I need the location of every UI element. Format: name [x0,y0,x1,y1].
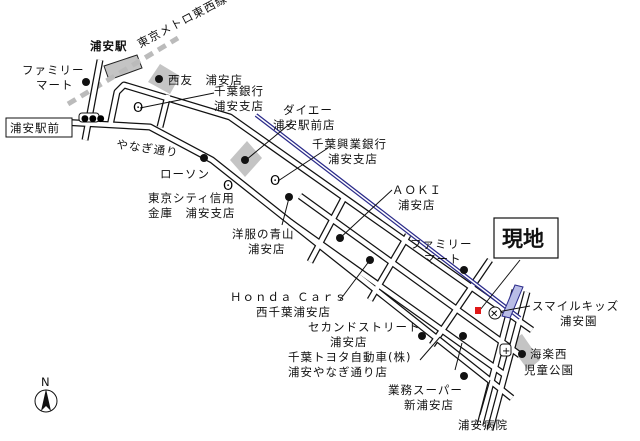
honda-cars-label: Ｈｏｎｄａ Ｃａｒｓ [230,290,347,304]
tokyo-city-shinkin-label: 東京シティ信用 [148,191,235,205]
chiba-kogyo-bank-label: 千葉興業銀行 [312,137,387,151]
leader-lines [139,92,531,416]
chiba-bank-label: 浦安支店 [214,99,264,113]
yofuku-aoyama-label: 浦安店 [248,242,286,256]
bank-icon: Ꙩ [223,179,233,194]
bus-stop-box [5,117,73,138]
daiei-label: ダイエー [283,103,333,117]
kairaku-park-label: 児童公園 [524,363,574,377]
toyota-label: 浦安やなぎ通り店 [288,365,388,379]
tokyo-city-shinkin-label: 金庫 浦安支店 [148,206,236,220]
bus-stop-icon-dots: ●●● [81,114,105,124]
yofuku-aoyama-label: 洋服の青山 [232,227,295,241]
north-arrow-icon [34,389,58,413]
smile-kids-label: 浦安園 [560,314,598,328]
second-street-label: セカンドストリート [308,320,421,334]
hospital-icon [499,343,512,357]
smile-kids-label: スマイルキッズ [532,299,619,313]
bank-icon: Ꙩ [133,101,143,116]
hospital-icon-glyph: + [502,346,510,357]
honda-cars-label: 西千葉浦安店 [256,305,331,319]
family-mart-1-label: ファミリー [22,63,85,77]
station-label: 浦安駅 [90,39,128,53]
current-location-label: 現地 [502,227,544,251]
second-street-label: 浦安店 [330,335,368,349]
current-location-box [493,217,559,259]
toyota-label: 千葉トヨタ自動車(株) [288,350,411,364]
current-location-marker [475,307,481,314]
north-label: N [41,375,51,389]
poi-dots [82,75,526,380]
gyomu-super-label: 新浦安店 [404,398,454,412]
family-mart-2-label: マート [424,252,462,266]
chiba-kogyo-bank-label: 浦安支店 [328,152,378,166]
rail-line [254,113,522,320]
daiei-label: 浦安駅前店 [273,118,336,132]
bank-icon: Ꙩ [270,174,280,189]
bus-stop-icon [78,112,100,123]
seiyu-area [148,64,180,94]
metro-line-label: 東京メトロ東西線 [135,0,230,51]
lawson-label: ローソン [160,167,210,181]
seiyu-label: 西友 浦安店 [168,73,243,87]
chiba-bank-label: 千葉銀行 [214,84,264,98]
family-mart-2-label: ファミリー [410,237,473,251]
roads [59,59,535,431]
school-icon-glyph: ✕ [490,309,498,320]
aoki-label: ＡＯＫＩ [392,183,442,197]
hospital-label: 浦安病院 [458,418,508,432]
family-mart-1-label: マート [36,78,74,92]
gyomu-super-label: 業務スーパー [388,383,463,397]
kairaku-park-label: 海楽西 [530,347,568,361]
aoki-label: 浦安店 [398,198,436,212]
metro-line [66,35,180,107]
school-icon [488,306,502,320]
bus-stop-label: 浦安駅前 [10,121,60,135]
station-building [103,54,143,81]
